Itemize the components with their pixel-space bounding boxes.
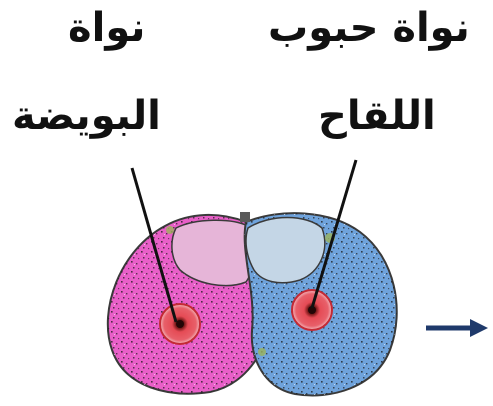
egg-nucleus <box>160 304 200 344</box>
cell-junction <box>240 212 250 222</box>
pollen-nucleus <box>292 290 332 330</box>
arrow-right-icon <box>426 319 488 337</box>
